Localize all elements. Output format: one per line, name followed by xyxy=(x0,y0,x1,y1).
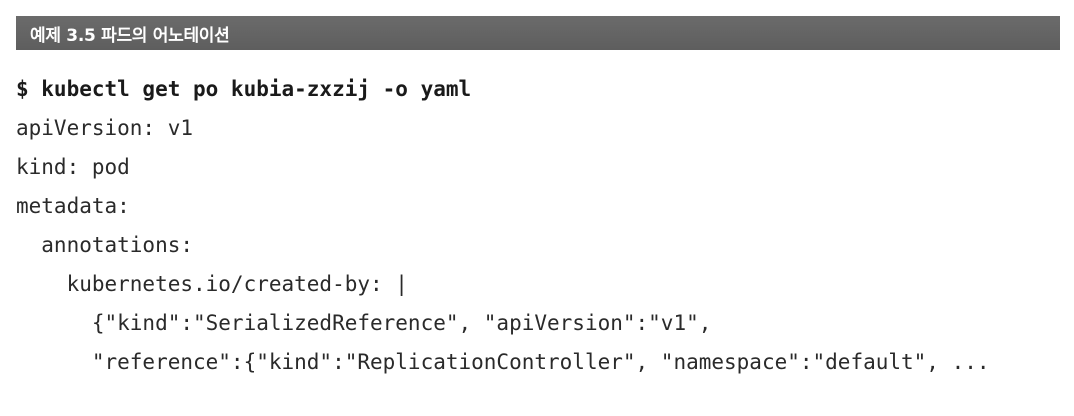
yaml-line: kubernetes.io/created-by: | xyxy=(16,272,408,296)
example-title: 예제 3.5 파드의 어노테이션 xyxy=(30,25,230,46)
yaml-line: "reference":{"kind":"ReplicationControll… xyxy=(16,350,990,374)
shell-command-line: $ kubectl get po kubia-zxzij -o yaml xyxy=(16,77,472,101)
yaml-line: {"kind":"SerializedReference", "apiVersi… xyxy=(16,311,712,335)
example-title-bar: 예제 3.5 파드의 어노테이션 xyxy=(16,16,1060,50)
yaml-line: apiVersion: v1 xyxy=(16,116,194,140)
yaml-line: kind: pod xyxy=(16,155,130,179)
yaml-line: metadata: xyxy=(16,194,130,218)
yaml-line: annotations: xyxy=(16,233,194,257)
code-block: $ kubectl get po kubia-zxzij -o yaml api… xyxy=(16,70,990,382)
